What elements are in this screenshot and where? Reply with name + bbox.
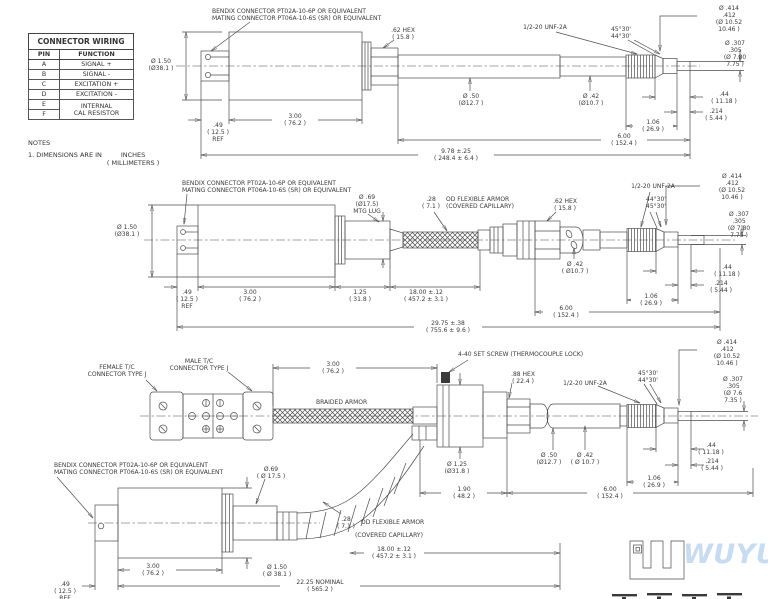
drawing-1-linework [176, 15, 744, 159]
d3-male-tc-label: MALE T/C CONNECTOR TYPE J [169, 358, 229, 372]
d3-dia-42: Ø .42 ( Ø 10.7 ) [570, 452, 600, 466]
table-row: B SIGNAL - [28, 69, 134, 80]
d2-dim-2975: 29.75 ±.38 ( 755.6 ± 9.6 ) [414, 320, 482, 334]
d1-dia-307: Ø .307 .305 (Ø 7.80 7.75 ) [723, 40, 747, 68]
d4-dim-300: 3.00 ( 76.2 ) [130, 563, 176, 577]
d1-dia-150: Ø 1.50 (Ø38.1 ) [148, 58, 174, 72]
d1-dia-50: Ø .50 (Ø12.7 ) [458, 93, 484, 107]
pin-a: A [28, 59, 60, 70]
d2-dia-307: Ø .307 .305 (Ø 7.80 7.75 ) [727, 211, 751, 239]
partial-cjk-text [612, 593, 742, 599]
d2-hex-label: .62 HEX ( 15.8 ) [553, 198, 577, 212]
d3-dia-307: Ø .307 .305 (Ø 7.6 7.35 ) [723, 376, 743, 404]
d2-dim-49: .49 ( 12.5 ) REF [176, 289, 198, 310]
notes-millimeters: ( MILLIMETERS ) [106, 159, 160, 167]
d3-dim-214: .214 ( 5.44 ) [701, 458, 723, 472]
d4-connector-callout: BENDIX CONNECTOR PT02A-10-6P OR EQUIVALE… [54, 462, 224, 476]
fn-c: EXCITATION + [59, 79, 134, 90]
d2-mtg-lug-label: Ø .69 (Ø17.5) MTG LUG [353, 194, 381, 215]
pin-c: C [28, 79, 60, 90]
notes-title: NOTES [28, 139, 51, 147]
d1-dim-600: 6.00 ( 152.4 ) [601, 133, 647, 147]
notes-inches: INCHES [120, 151, 146, 159]
connector-wiring-table: CONNECTOR WIRING PIN FUNCTION A SIGNAL +… [28, 33, 134, 120]
d4-dim-49: .49 ( 12.5 ) REF [54, 581, 76, 599]
d4-dia-69: Ø.69 ( Ø 17.5 ) [256, 466, 286, 480]
d3-setscrew-label: 4-40 SET SCREW (THERMOCOUPLE LOCK) [458, 351, 584, 358]
notes-block: NOTES 1. DIMENSIONS ARE IN INCHES ( MILL… [28, 139, 159, 167]
d3-dia-50: Ø .50 (Ø12.7 ) [536, 452, 562, 466]
d2-dia-150: Ø 1.50 (Ø38.1 ) [114, 224, 140, 238]
d2-armor-text: OD FLEXIBLE ARMOR (COVERED CAPILLARY) [446, 196, 514, 210]
d3-dim-600: 6.00 ( 152.4 ) [587, 486, 633, 500]
d4-armor-text-1: OD FLEXIBLE ARMOR [361, 519, 425, 526]
fn-ef: INTERNAL CAL RESISTOR [59, 99, 134, 120]
d2-dim-44: .44 ( 11.18 ) [714, 264, 740, 278]
pin-d: D [28, 89, 60, 100]
d3-dia-125: Ø 1.25 (Ø31.8 ) [444, 461, 470, 475]
d1-hex-label: .62 HEX ( 15.8 ) [391, 27, 415, 41]
d3-dim-300: 3.00 ( 76.2 ) [310, 361, 356, 375]
d3-thread-label: 1/2-20 UNF-2A [563, 380, 607, 387]
d1-dia-414: Ø .414 .412 (Ø 10.52 10.46 ) [715, 5, 743, 33]
table-row: C EXCITATION + [28, 79, 134, 90]
d2-dim-106: 1.06 ( 26.9 ) [631, 293, 671, 307]
wuyue-brand-text: WUYUE [683, 539, 768, 570]
table-row: E F INTERNAL CAL RESISTOR [28, 99, 134, 120]
d1-dim-49: .49 ( 12.5 ) REF [207, 122, 229, 143]
d4-dim-2225: 22.25 NOMINAL ( 565.2 ) [280, 579, 360, 593]
col-header-function: FUNCTION [59, 49, 134, 60]
d4-dia-150: Ø 1.50 ( Ø 38.1 ) [262, 564, 292, 578]
d2-thread-label: 1/2-20 UNF-2A [631, 183, 675, 190]
d2-dim-1800: 18.00 ±.12 ( 457.2 ± 3.1 ) [403, 289, 449, 303]
d2-dim-125: 1.25 ( 31.8 ) [349, 289, 371, 303]
d2-armor-size: .28 ( 7.1 ) [421, 196, 441, 210]
table-row: D EXCITATION - [28, 89, 134, 100]
pin-e: E [29, 100, 59, 110]
drawing-2-linework [144, 185, 746, 331]
d1-angle-label: 45°30' 44°30' [611, 26, 631, 40]
d1-dim-300: 3.00 ( 76.2 ) [272, 113, 318, 127]
d1-dim-214: .214 ( 5.44 ) [705, 108, 727, 122]
d4-armor-size: .28 ( 7.1 ) [336, 516, 356, 530]
d3-dim-106: 1.06 ( 26.9 ) [634, 475, 674, 489]
d3-dim-190: 1.90 ( 48.2 ) [441, 486, 487, 500]
pin-f: F [42, 111, 46, 118]
wuyue-logo-icon [629, 540, 685, 580]
pin-b: B [28, 69, 60, 80]
d1-dim-44: .44 ( 11.18 ) [711, 91, 737, 105]
d1-dim-978: 9.78 ±.25 ( 248.4 ± 6.4 ) [418, 148, 494, 162]
d1-dim-106: 1.06 ( 26.9 ) [633, 119, 673, 133]
drawing-3-linework [140, 349, 758, 497]
fn-b: SIGNAL - [59, 69, 134, 80]
fn-a: SIGNAL + [59, 59, 134, 70]
d3-dim-44: .44 ( 11.18 ) [698, 442, 724, 456]
d3-dia-414: Ø .414 .412 (Ø 10.52 10.46 ) [713, 339, 741, 367]
d1-thread-label: 1/2-20 UNF-2A [523, 24, 567, 31]
pin-ef: E F [28, 99, 60, 120]
d2-connector-callout: BENDIX CONNECTOR PT02A-10-6P OR EQUIVALE… [182, 180, 352, 194]
d2-dia-414: Ø .414 .412 (Ø 10.52 10.46 ) [718, 173, 746, 201]
d2-dim-300: 3.00 ( 76.2 ) [239, 289, 261, 303]
d3-hex-label: .88 HEX ( 22.4 ) [511, 371, 535, 385]
d2-dim-600: 6.00 ( 152.4 ) [543, 305, 589, 319]
d4-armor-text-2: (COVERED CAPILLARY) [355, 532, 423, 539]
col-header-pin: PIN [28, 49, 60, 60]
d4-dim-1800: 18.00 ±.12 ( 457.2 ± 3.1 ) [364, 546, 424, 560]
d2-dia-42: Ø .42 ( Ø10.7 ) [561, 261, 589, 275]
notes-line1: 1. DIMENSIONS ARE IN [28, 151, 102, 159]
d3-angle-label: 45°30' 44°30' [638, 370, 658, 384]
d2-dim-214: .214 ( 5.44 ) [710, 280, 732, 294]
table-title: CONNECTOR WIRING [28, 33, 134, 50]
d3-braided-armor-label: BRAIDED ARMOR [316, 399, 368, 406]
d3-female-tc-label: FEMALE T/C CONNECTOR TYPE J [87, 364, 147, 378]
d1-connector-callout: BENDIX CONNECTOR PT02A-10-6P OR EQUIVALE… [212, 8, 382, 22]
d1-dia-42: Ø .42 (Ø10.7 ) [578, 93, 604, 107]
d2-angle-label: 44°30' 45°30' [646, 196, 666, 210]
table-row: A SIGNAL + [28, 59, 134, 70]
fn-d: EXCITATION - [59, 89, 134, 100]
drawing-4-linework [56, 433, 561, 590]
